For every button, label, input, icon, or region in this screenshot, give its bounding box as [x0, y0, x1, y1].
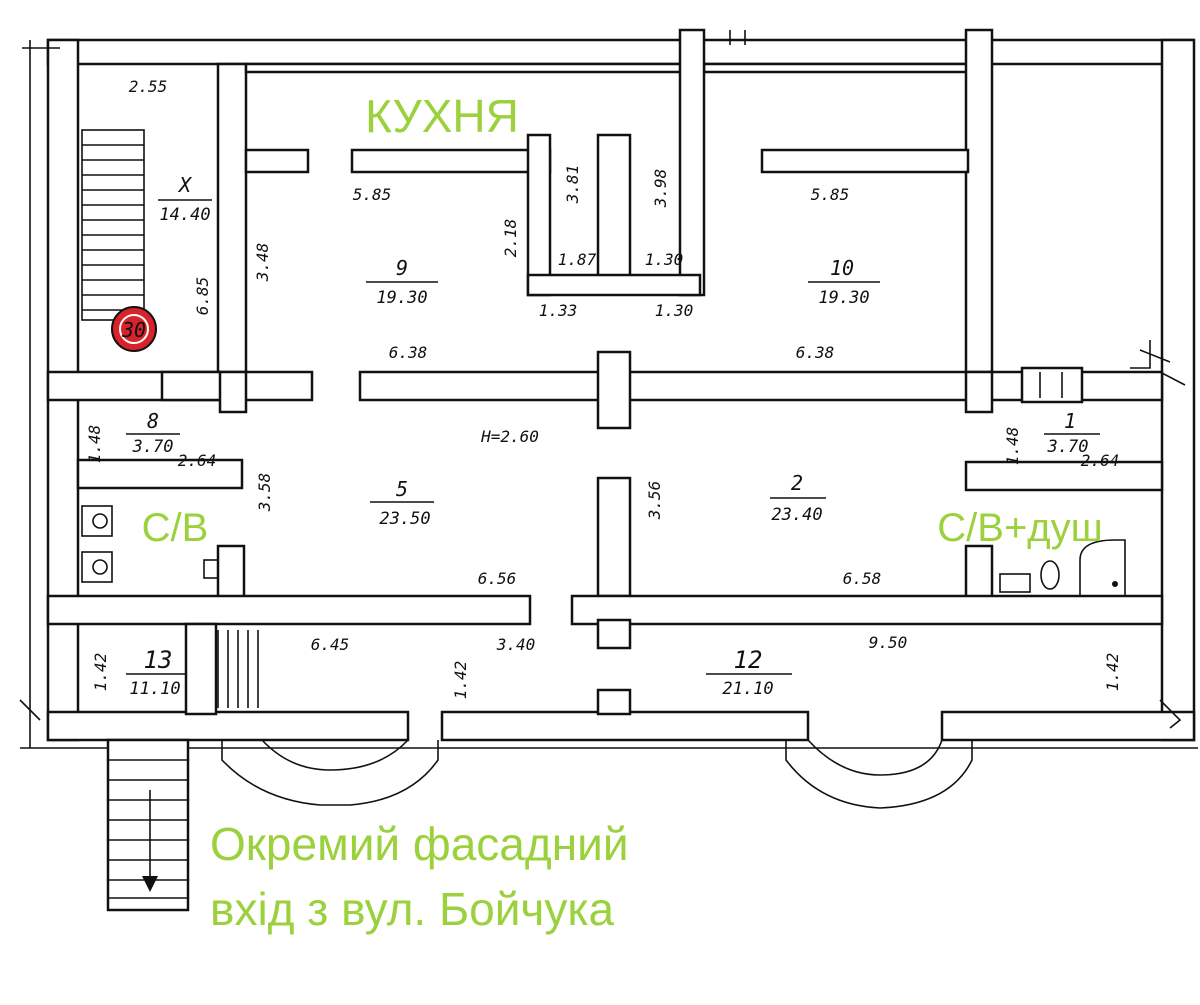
room-8-area: 3.70: [132, 437, 174, 457]
dim-133: 1.33: [539, 301, 578, 320]
kitchen-label: КУХНЯ: [365, 90, 519, 142]
entrance-label-line2: вхід з вул. Бойчука: [210, 883, 615, 935]
right-side-details: [19, 30, 1186, 729]
dim-187: 1.87: [558, 250, 597, 269]
overlay-labels: КУХНЯ С/В С/В+душ Окремий фасадний вхід …: [142, 90, 1103, 935]
room-9-area: 19.30: [376, 288, 427, 308]
wc-fixtures: [81, 505, 1126, 597]
room-13-number: 13: [144, 646, 173, 674]
dim-148-right: 1.48: [1003, 427, 1022, 466]
marker-badge: 30: [111, 306, 157, 352]
staircase-entrance: [106, 738, 190, 912]
dim-585-left: 5.85: [353, 185, 392, 204]
dim-142-mid: 1.42: [451, 661, 470, 700]
room-2-number: 2: [791, 471, 803, 495]
dim-148-left: 1.48: [85, 425, 104, 464]
dim-685: 6.85: [193, 277, 212, 316]
dim-130b: 1.30: [655, 301, 694, 320]
room-12-area: 21.10: [722, 679, 773, 699]
corridor-steps: [217, 630, 259, 708]
dim-264-left: 2.64: [178, 451, 217, 470]
room-12-number: 12: [734, 646, 763, 674]
staircase-upper: [81, 129, 145, 321]
dim-358: 3.58: [255, 473, 274, 513]
room-x-number: X: [177, 173, 193, 197]
room-10-number: 10: [830, 256, 854, 280]
dim-950: 9.50: [869, 633, 908, 652]
room-labels: X 14.40 9 19.30 10 19.30 8 3.70 1 3.70 5…: [126, 173, 1100, 699]
dim-398: 3.98: [651, 169, 670, 209]
room-5-number: 5: [396, 477, 408, 501]
facade-bays: [221, 739, 973, 809]
wc-left-label: С/В: [142, 506, 209, 550]
room-2-area: 23.40: [771, 505, 822, 525]
dim-356: 3.56: [645, 481, 664, 521]
room-5-area: 23.50: [379, 509, 430, 529]
wc-right-label: С/В+душ: [937, 506, 1102, 550]
room-1-area: 3.70: [1047, 437, 1089, 457]
dim-638-left: 6.38: [389, 343, 428, 362]
dim-645: 6.45: [311, 635, 350, 654]
dim-255: 2.55: [129, 77, 168, 96]
dim-264-right: 2.64: [1081, 451, 1120, 470]
dim-656: 6.56: [478, 569, 517, 588]
dimension-labels: 2.55 6.85 3.48 5.85 5.85 2.18 3.81 3.98 …: [85, 77, 1122, 699]
dim-638-right: 6.38: [796, 343, 835, 362]
room-9-number: 9: [396, 256, 408, 280]
room-x-area: 14.40: [159, 205, 210, 225]
dim-142-left: 1.42: [91, 653, 110, 692]
dim-348: 3.48: [253, 243, 272, 283]
dim-585-right: 5.85: [811, 185, 850, 204]
dim-381: 3.81: [563, 165, 582, 205]
room-13-area: 11.10: [129, 679, 180, 699]
dim-130a: 1.30: [645, 250, 684, 269]
dim-h-260: H=2.60: [480, 427, 539, 446]
interior-walls: [46, 28, 1164, 716]
dim-142-right: 1.42: [1103, 653, 1122, 692]
room-8-number: 8: [147, 409, 159, 433]
dim-658: 6.58: [843, 569, 882, 588]
room-1-number: 1: [1064, 409, 1076, 433]
room-10-area: 19.30: [818, 288, 869, 308]
dim-340: 3.40: [496, 635, 536, 654]
dim-218: 2.18: [501, 219, 520, 258]
marker-label: 30: [121, 318, 146, 342]
entrance-label-line1: Окремий фасадний: [210, 818, 629, 870]
